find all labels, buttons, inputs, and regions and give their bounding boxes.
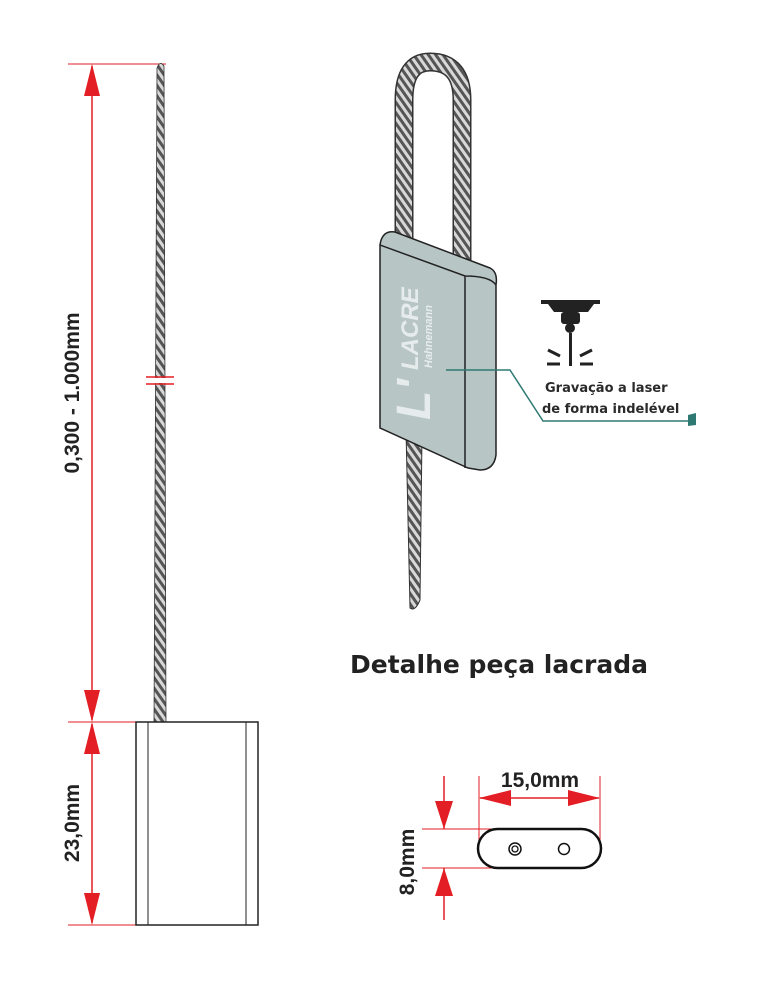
callout-line-1: Gravação a laser	[545, 381, 668, 396]
seal-top-edge	[379, 244, 497, 286]
logo-sub: Hahnemann	[423, 305, 435, 368]
seal-perspective: L' LACRE Hahnemann	[379, 52, 696, 610]
cable-hole-fixed	[508, 842, 522, 856]
callout-line-2: de forma indelével	[542, 402, 679, 417]
logo-initial: L'	[388, 378, 441, 420]
cable-loop	[396, 53, 470, 275]
cable-tail	[405, 429, 423, 610]
seal-body-side	[135, 721, 259, 926]
cable-hole-open	[557, 842, 571, 856]
callout-leader-line	[446, 369, 690, 422]
body-height-label: 23,0mm	[61, 784, 84, 862]
seal-logo: L' LACRE Hahnemann	[388, 286, 441, 420]
cable-break-mark	[146, 376, 174, 385]
detail-title: Detalhe peça lacrada	[350, 650, 648, 679]
seal-top-outline	[476, 827, 603, 870]
cable-hole-inner	[511, 845, 519, 853]
width-arrows	[479, 790, 600, 806]
laser-icon	[541, 300, 600, 366]
cable	[153, 63, 167, 723]
side-view: 0,300 - 1.000mm 23,0mm	[61, 63, 259, 926]
top-view: 15,0mm 8,0mm	[396, 769, 603, 920]
cable-length-label: 0,300 - 1.000mm	[61, 312, 84, 473]
depth-arrows	[435, 801, 453, 896]
depth-label: 8,0mm	[396, 829, 419, 896]
logo-brand: LACRE	[397, 286, 424, 370]
callout-leader-end	[688, 413, 696, 426]
seal-body	[379, 231, 498, 471]
width-label: 15,0mm	[501, 769, 579, 792]
